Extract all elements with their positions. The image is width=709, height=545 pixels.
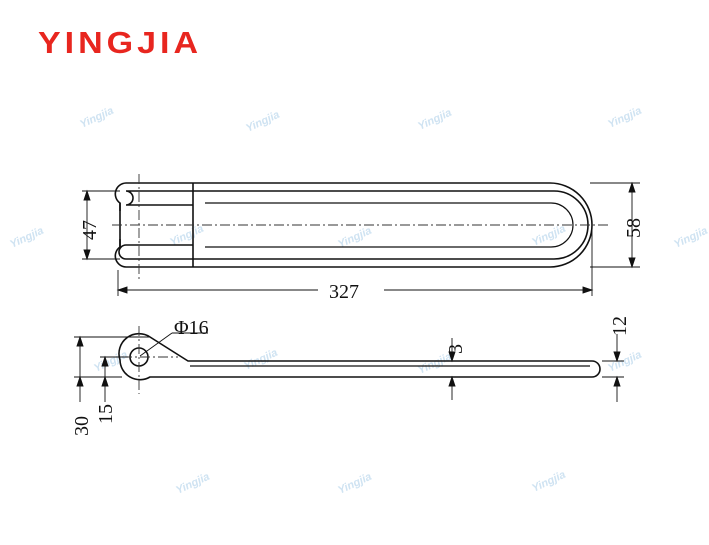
brand-logo: YINGJIA xyxy=(38,26,203,61)
slot-outline xyxy=(205,202,574,248)
dim-label-12: 12 xyxy=(609,316,631,336)
dim-327 xyxy=(116,226,594,296)
dim-47 xyxy=(82,189,120,261)
watermark: Yingjia xyxy=(606,349,643,375)
dim-label-3: 3 xyxy=(445,344,467,354)
watermark: Yingjia xyxy=(78,105,115,131)
leader-phi16 xyxy=(139,332,208,357)
dim-58 xyxy=(590,181,640,269)
side-profile xyxy=(118,332,601,381)
dim-12 xyxy=(602,334,624,402)
hinge-ring-top xyxy=(125,190,193,206)
dim-label-327: 327 xyxy=(329,281,359,303)
dim-label-58: 58 xyxy=(623,218,645,238)
side-centerlines xyxy=(104,326,178,394)
dim-label-15: 15 xyxy=(95,404,117,424)
dim-30-15 xyxy=(74,335,150,402)
side-view xyxy=(118,332,601,381)
watermark: Yingjia xyxy=(530,469,567,495)
watermark: Yingjia xyxy=(244,109,281,135)
watermark: Yingjia xyxy=(174,471,211,497)
watermark: Yingjia xyxy=(336,471,373,497)
watermark: Yingjia xyxy=(416,107,453,133)
watermark: Yingjia xyxy=(672,225,709,251)
dim-label-phi16: Φ16 xyxy=(174,317,209,339)
watermark: Yingjia xyxy=(530,223,567,249)
top-centerlines xyxy=(112,174,610,282)
watermark: Yingjia xyxy=(606,105,643,131)
outer-outline xyxy=(193,182,593,268)
hinge-ring-bottom xyxy=(118,244,193,260)
watermark: Yingjia xyxy=(242,347,279,373)
hinge-ring-top-outer xyxy=(114,182,193,211)
watermark: Yingjia xyxy=(8,225,45,251)
dim-label-47: 47 xyxy=(79,220,101,240)
dim-3 xyxy=(448,338,456,400)
dim-label-30: 30 xyxy=(71,416,93,436)
